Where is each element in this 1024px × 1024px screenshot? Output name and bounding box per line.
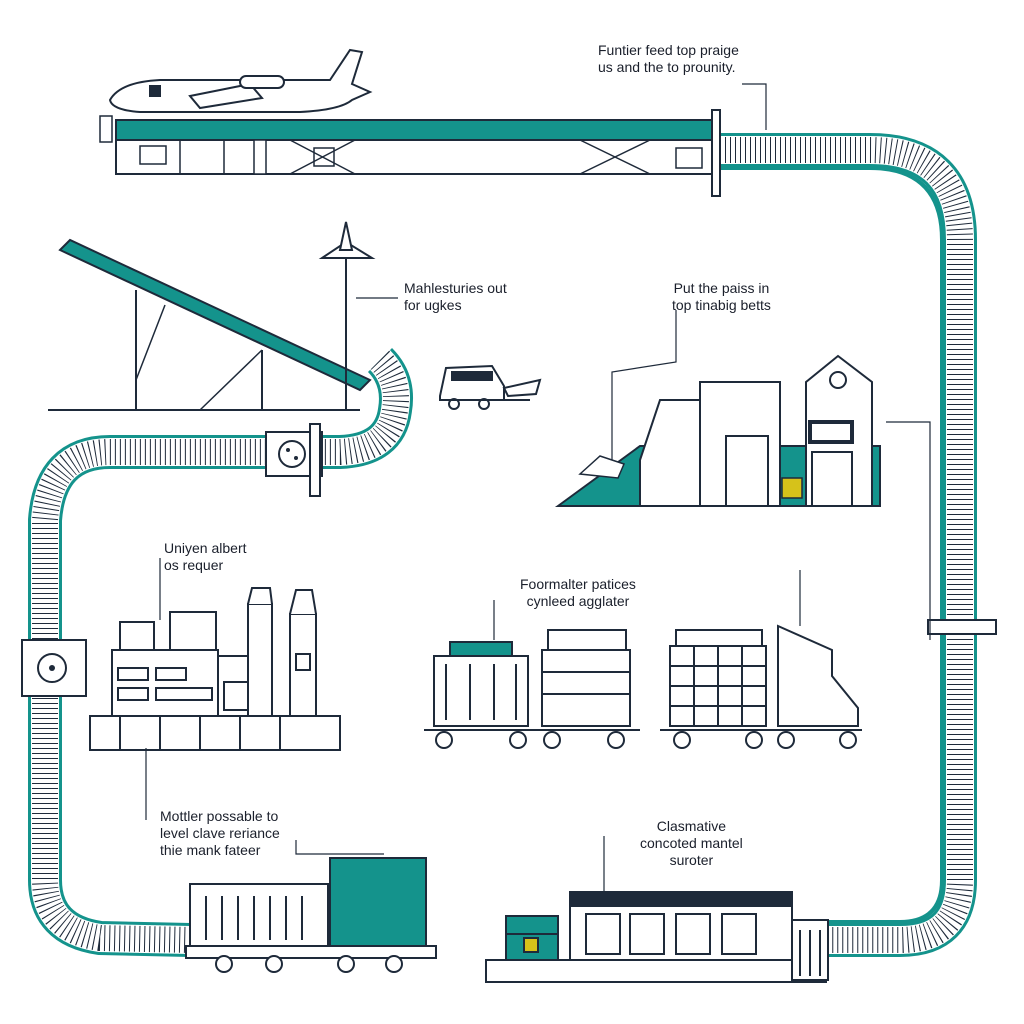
loading-ramp xyxy=(48,238,372,411)
label-upper-right: Put the paiss in top tinabig betts xyxy=(672,280,771,314)
conveyor-hub-left xyxy=(21,639,87,697)
truck-icon xyxy=(439,364,542,410)
cart-icon xyxy=(424,624,862,749)
label-middle-left-line-1: Uniyen albert xyxy=(164,540,247,556)
container-truck-icon xyxy=(185,857,437,973)
label-center-line-1: Foormalter patices xyxy=(520,576,636,592)
label-lower-left: Mottler possable to level clave reriance… xyxy=(160,808,280,859)
depot-icon xyxy=(485,891,829,983)
label-top-right-line-1: Funtier feed top praige xyxy=(598,42,739,58)
label-upper-middle-line-2: for ugkes xyxy=(404,297,462,313)
label-lower-left-line-3: thie mank fateer xyxy=(160,842,261,858)
label-upper-middle: Mahlesturies out for ugkes xyxy=(404,280,507,314)
factory-icon xyxy=(89,587,341,751)
conveyor-loop-left xyxy=(28,347,413,957)
label-lower-left-line-1: Mottler possable to xyxy=(160,808,279,824)
label-upper-right-line-1: Put the paiss in xyxy=(673,280,770,296)
label-center-line-2: cynleed agglater xyxy=(526,593,630,609)
label-middle-left: Uniyen albert os requer xyxy=(164,540,247,574)
label-lower-right-line-3: suroter xyxy=(669,852,714,868)
label-center: Foormalter patices cynleed agglater xyxy=(520,576,636,610)
leader-lines xyxy=(145,83,931,892)
conveyor-loop-right xyxy=(720,133,977,957)
label-middle-left-line-2: os requer xyxy=(164,557,224,573)
label-lower-left-line-2: level clave reriance xyxy=(160,825,280,841)
label-lower-right: Clasmative concoted mantel suroter xyxy=(640,818,743,869)
label-top-right-line-2: us and the to prounity. xyxy=(598,59,736,75)
conveyor-hub-middle xyxy=(265,423,323,497)
label-lower-right-line-1: Clasmative xyxy=(656,818,726,834)
label-upper-middle-line-1: Mahlesturies out xyxy=(404,280,507,296)
label-lower-right-line-2: concoted mantel xyxy=(640,835,743,851)
label-top-right: Funtier feed top praige us and the to pr… xyxy=(598,42,739,76)
warehouse-icon xyxy=(554,354,881,507)
conveyor-joint-right xyxy=(927,619,997,635)
airplane-icon xyxy=(108,48,373,113)
wind-mast-icon xyxy=(318,221,376,410)
airport-platform xyxy=(99,109,721,197)
label-upper-right-line-2: top tinabig betts xyxy=(672,297,771,313)
